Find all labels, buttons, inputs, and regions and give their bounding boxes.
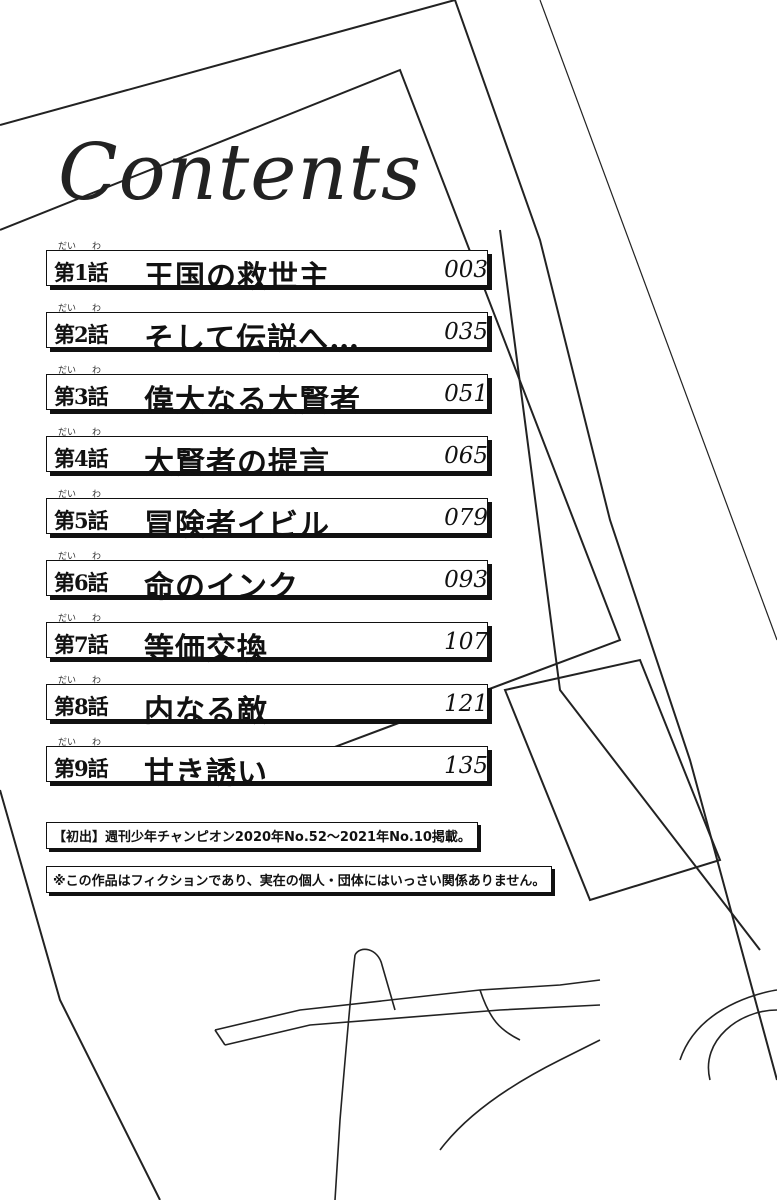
chapter-number: 第2話 — [54, 322, 109, 347]
ruby-wa: わ — [92, 552, 102, 562]
chapter-page: 051 — [444, 381, 488, 407]
first-published-note: 【初出】週刊少年チャンピオン2020年No.52〜2021年No.10掲載。 — [46, 822, 478, 849]
ruby-dai: だい — [58, 552, 77, 562]
ruby-wa: わ — [92, 490, 102, 500]
chapter-number: 第6話 — [54, 570, 109, 595]
chapter-page: 035 — [444, 319, 488, 345]
chapter-page: 107 — [444, 629, 488, 655]
chapter-title: 命のインク — [144, 570, 299, 605]
toc-entry[interactable]: だい わ第3話 偉大なる大賢者 051 — [46, 366, 492, 419]
disclaimer-note: ※この作品はフィクションであり、実在の個人・団体にはいっさい関係ありません。 — [46, 866, 553, 893]
chapter-number: 第9話 — [54, 756, 109, 781]
chapter-page: 079 — [444, 505, 488, 531]
toc-entry-frame — [46, 312, 488, 348]
ruby-dai: だい — [58, 428, 77, 438]
ruby-dai: だい — [58, 366, 77, 376]
chapter-number: 第7話 — [54, 632, 109, 657]
chapter-page: 003 — [444, 257, 488, 283]
toc-entry-frame — [46, 560, 488, 596]
chapter-title: 等価交換 — [144, 632, 268, 667]
chapter-number: 第1話 — [54, 260, 109, 285]
toc-entry-frame — [46, 746, 488, 782]
chapter-page: 135 — [444, 753, 488, 779]
toc-entry-frame — [46, 374, 488, 410]
toc-entry[interactable]: だい わ第5話 冒険者イビル 079 — [46, 490, 492, 543]
chapter-title: 内なる敵 — [144, 694, 268, 729]
ruby-wa: わ — [92, 304, 102, 314]
chapter-number: 第4話 — [54, 446, 109, 471]
ruby-wa: わ — [92, 614, 102, 624]
chapter-page: 121 — [444, 691, 488, 717]
chapter-title: 甘き誘い — [144, 756, 268, 791]
toc-entry-frame — [46, 498, 488, 534]
ruby-dai: だい — [58, 738, 77, 748]
ruby-dai: だい — [58, 614, 77, 624]
chapter-page: 093 — [444, 567, 488, 593]
chapter-title: 偉大なる大賢者 — [144, 384, 361, 419]
toc-entry[interactable]: だい わ第7話 等価交換 107 — [46, 614, 492, 667]
ruby-wa: わ — [92, 428, 102, 438]
ruby-dai: だい — [58, 490, 77, 500]
toc-entry-frame — [46, 684, 488, 720]
toc-entry[interactable]: だい わ第2話 そして伝説へ… 035 — [46, 304, 492, 357]
toc-entry-frame — [46, 436, 488, 472]
chapter-title: そして伝説へ… — [144, 322, 361, 357]
chapter-page: 065 — [444, 443, 488, 469]
ruby-wa: わ — [92, 676, 102, 686]
chapter-title: 冒険者イビル — [144, 508, 330, 543]
toc-entry[interactable]: だい わ第4話 大賢者の提言 065 — [46, 428, 492, 481]
chapter-number: 第5話 — [54, 508, 109, 533]
ruby-wa: わ — [92, 738, 102, 748]
chapter-number: 第8話 — [54, 694, 109, 719]
toc-entry[interactable]: だい わ第1話 王国の救世主 003 — [46, 242, 492, 295]
toc-entry[interactable]: だい わ第8話 内なる敵 121 — [46, 676, 492, 729]
toc-entry[interactable]: だい わ第9話 甘き誘い 135 — [46, 738, 492, 791]
chapter-title: 大賢者の提言 — [144, 446, 330, 481]
chapter-title: 王国の救世主 — [144, 260, 330, 295]
ruby-dai: だい — [58, 676, 77, 686]
ruby-wa: わ — [92, 366, 102, 376]
contents-heading: Contents — [58, 128, 422, 218]
ruby-dai: だい — [58, 304, 77, 314]
toc-entry-frame — [46, 250, 488, 286]
ruby-wa: わ — [92, 242, 102, 252]
ruby-dai: だい — [58, 242, 77, 252]
chapter-number: 第3話 — [54, 384, 109, 409]
toc-entry-frame — [46, 622, 488, 658]
toc-entry[interactable]: だい わ第6話 命のインク 093 — [46, 552, 492, 605]
